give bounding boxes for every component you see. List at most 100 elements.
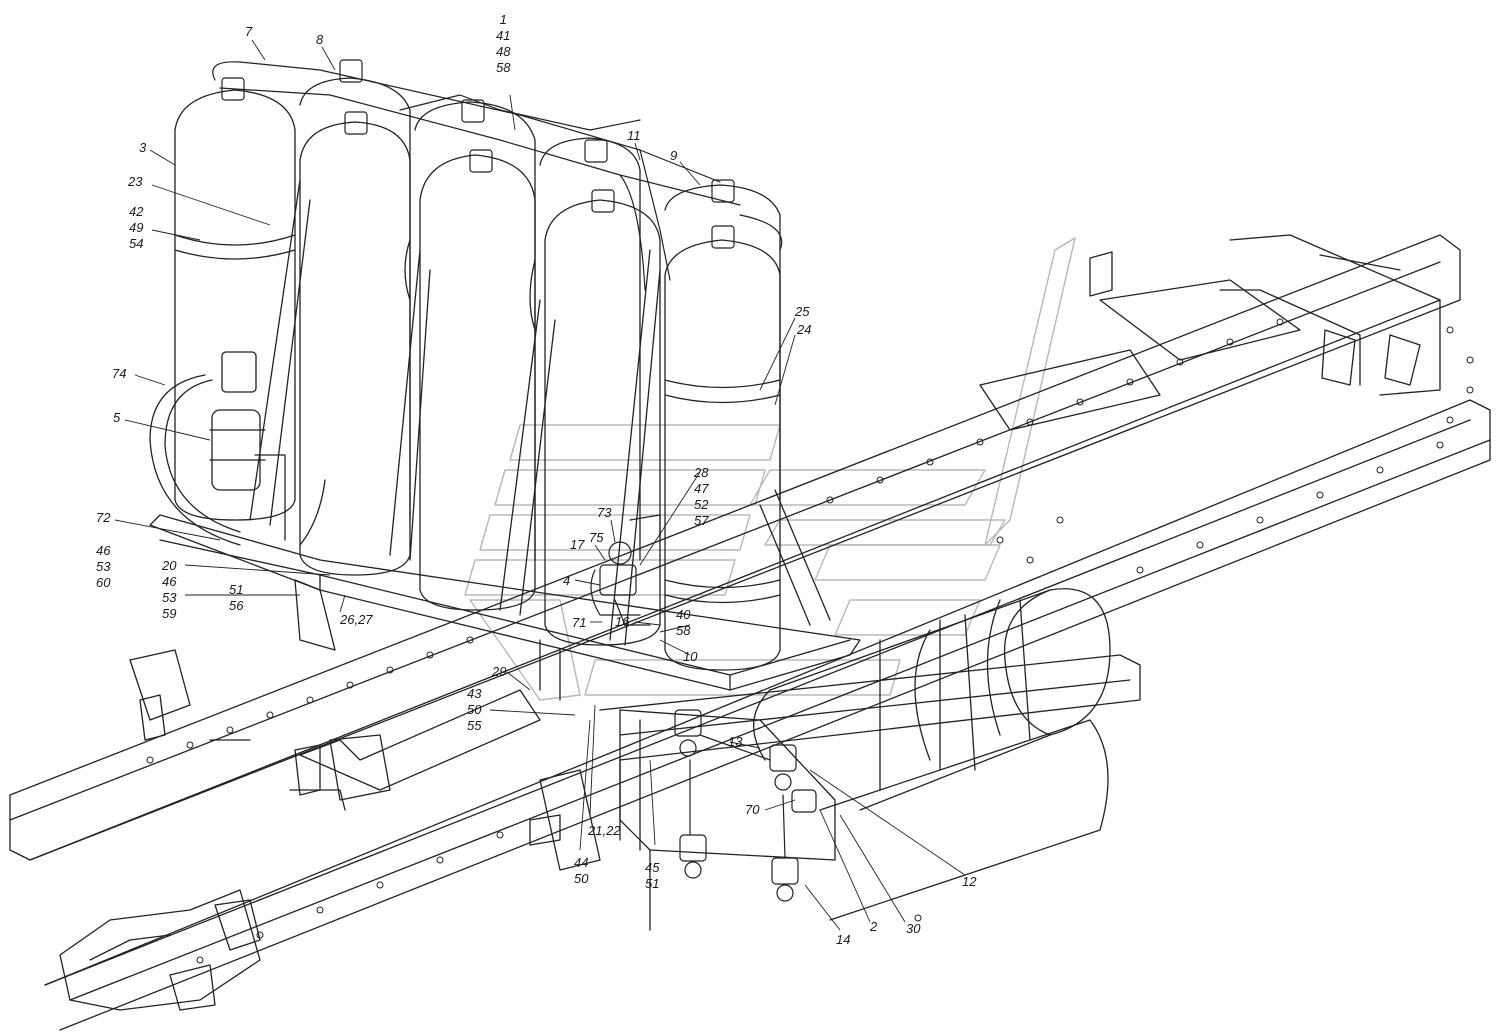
callout-line: 21,22 xyxy=(588,823,621,838)
callout-26-27: 26,27 xyxy=(340,612,373,628)
callout-line: 49 xyxy=(129,220,144,235)
callout-line: 59 xyxy=(162,606,177,621)
callout-line: 40 xyxy=(676,607,691,622)
callout-line: 52 xyxy=(694,497,709,512)
cylinder-rack xyxy=(149,179,861,701)
cylinder-valves-piping xyxy=(212,59,783,291)
callout-line: 60 xyxy=(96,575,111,590)
callout-line: 24 xyxy=(797,322,812,337)
callout-line: 12 xyxy=(962,874,977,889)
callout-line: 29 xyxy=(492,664,507,679)
callout-line: 2 xyxy=(870,919,878,934)
callout-16: 16 xyxy=(615,614,629,630)
callout-line: 58 xyxy=(496,60,511,75)
leader-lines xyxy=(114,39,966,931)
callout-line: 20 xyxy=(162,558,177,573)
callout-75: 75 xyxy=(589,530,603,546)
callout-71: 71 xyxy=(572,615,586,631)
callout-line: 70 xyxy=(745,802,760,817)
callout-1-41-48-58: 1 41 48 58 xyxy=(496,12,510,76)
callout-line: 25 xyxy=(795,304,810,319)
callout-14: 14 xyxy=(836,932,850,948)
callout-line: 56 xyxy=(229,598,244,613)
callout-line: 71 xyxy=(572,615,587,630)
callout-17: 17 xyxy=(570,537,584,553)
callout-line: 73 xyxy=(597,505,612,520)
callout-74: 74 xyxy=(112,366,126,382)
callout-7: 7 xyxy=(245,24,252,40)
callout-line: 26,27 xyxy=(340,612,373,627)
callout-line: 41 xyxy=(496,28,511,43)
callout-25: 25 xyxy=(795,304,809,320)
callout-line: 45 xyxy=(645,860,660,875)
callout-28-47-52-57: 28 47 52 57 xyxy=(694,465,708,529)
callout-line: 43 xyxy=(467,686,482,701)
callout-29: 29 xyxy=(492,664,506,680)
callout-42-49-54: 42 49 54 xyxy=(129,204,143,252)
callout-24: 24 xyxy=(797,322,811,338)
callout-20-46-53-59: 20 46 53 59 xyxy=(162,558,176,622)
callout-line: 13 xyxy=(728,734,743,749)
callout-line: 54 xyxy=(129,236,144,251)
callout-line: 11 xyxy=(627,128,641,143)
callout-21-22: 21,22 xyxy=(588,823,621,839)
callout-5: 5 xyxy=(113,410,120,426)
gauge-filter-block xyxy=(590,514,661,626)
callout-line: 9 xyxy=(670,148,678,163)
callout-line: 16 xyxy=(615,614,630,629)
callout-30: 30 xyxy=(906,921,920,937)
callout-12: 12 xyxy=(962,874,976,890)
callout-line: 74 xyxy=(112,366,127,381)
callout-line: 48 xyxy=(496,44,511,59)
callout-line: 46 xyxy=(162,574,177,589)
callout-46-53-60: 46 53 60 xyxy=(96,543,110,591)
callout-70: 70 xyxy=(745,802,759,818)
callout-23: 23 xyxy=(128,174,142,190)
callout-line: 23 xyxy=(128,174,143,189)
callout-line: 53 xyxy=(162,590,177,605)
callout-4: 4 xyxy=(563,573,570,589)
callout-2: 2 xyxy=(870,919,877,935)
callout-72: 72 xyxy=(96,510,110,526)
callout-line: 14 xyxy=(836,932,851,947)
callout-line: 58 xyxy=(676,623,691,638)
callout-line: 28 xyxy=(694,465,709,480)
callout-line: 50 xyxy=(574,871,589,886)
callout-45-51: 45 51 xyxy=(645,860,659,892)
part-30-marker xyxy=(914,914,922,922)
callout-line: 10 xyxy=(683,649,698,664)
callout-line: 17 xyxy=(570,537,585,552)
callout-10: 10 xyxy=(683,649,697,665)
callout-8: 8 xyxy=(316,32,323,48)
callout-line: 46 xyxy=(96,543,111,558)
callout-73: 73 xyxy=(597,505,611,521)
callout-line: 44 xyxy=(574,855,589,870)
valve-manifold-frame xyxy=(619,709,836,931)
callout-44-50: 44 50 xyxy=(574,855,588,887)
lower-storage-tanks xyxy=(599,588,1141,921)
watermark-logo xyxy=(464,237,1076,701)
callout-line: 1 xyxy=(499,12,507,27)
callout-line: 5 xyxy=(113,410,121,425)
callout-line: 47 xyxy=(694,481,709,496)
callout-line: 55 xyxy=(467,718,482,733)
callout-line: 8 xyxy=(316,32,324,47)
callout-line: 3 xyxy=(139,140,147,155)
callout-line: 51 xyxy=(229,582,244,597)
callout-line: 51 xyxy=(645,876,660,891)
callout-line: 50 xyxy=(467,702,482,717)
callout-40-58: 40 58 xyxy=(676,607,690,639)
pressure-regulator xyxy=(149,351,326,546)
callout-line: 72 xyxy=(96,510,111,525)
callout-43-50-55: 43 50 55 xyxy=(467,686,481,734)
callout-line: 42 xyxy=(129,204,144,219)
callout-line: 4 xyxy=(563,573,571,588)
callout-9: 9 xyxy=(670,148,677,164)
callout-13: 13 xyxy=(728,734,742,750)
callout-51-56: 51 56 xyxy=(229,582,243,614)
gas-cylinders xyxy=(174,77,781,671)
callout-line: 75 xyxy=(589,530,604,545)
callout-line: 30 xyxy=(906,921,921,936)
callout-11: 11 xyxy=(627,128,641,144)
